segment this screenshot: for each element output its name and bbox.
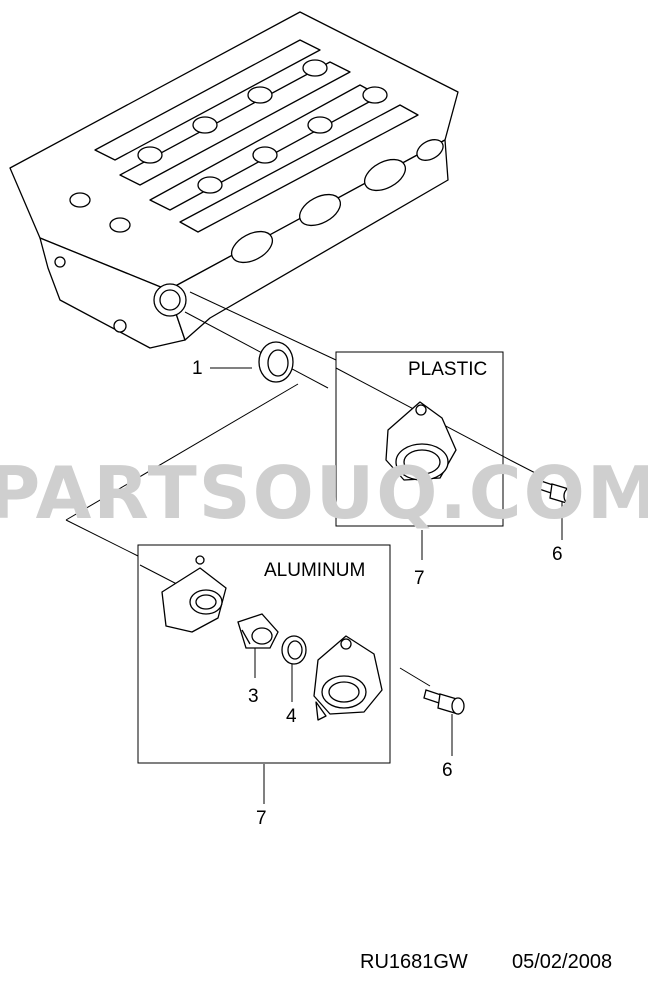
thermostat-part-3 — [237, 613, 279, 649]
aluminum-label: ALUMINUM — [264, 560, 365, 581]
callout-6-top: 6 — [552, 544, 563, 565]
callout-6-bottom: 6 — [442, 760, 453, 781]
callout-7-top: 7 — [414, 568, 425, 589]
bolt-part-6-bottom — [423, 689, 465, 715]
gasket-part-1 — [258, 341, 294, 383]
aluminum-variant-box — [137, 544, 391, 764]
plastic-label: PLASTIC — [408, 359, 487, 380]
plastic-thermostat-housing — [385, 401, 457, 481]
callout-4: 4 — [286, 706, 297, 727]
aluminum-thermostat-housing — [161, 555, 227, 633]
bolt-part-6-top — [535, 479, 577, 505]
aluminum-outlet-cover — [313, 635, 383, 721]
seal-ring-part-4 — [281, 635, 307, 665]
callout-3: 3 — [248, 686, 259, 707]
watermark-text: PARTSOUQ.COM — [0, 451, 648, 535]
leader-lines — [65, 291, 563, 804]
cylinder-head-drawing — [9, 11, 459, 349]
callout-7-bottom: 7 — [256, 808, 267, 829]
diagram-date: 05/02/2008 — [512, 951, 612, 973]
diagram-code: RU1681GW — [360, 951, 468, 973]
callout-1: 1 — [192, 358, 203, 379]
plastic-variant-box — [335, 351, 504, 527]
